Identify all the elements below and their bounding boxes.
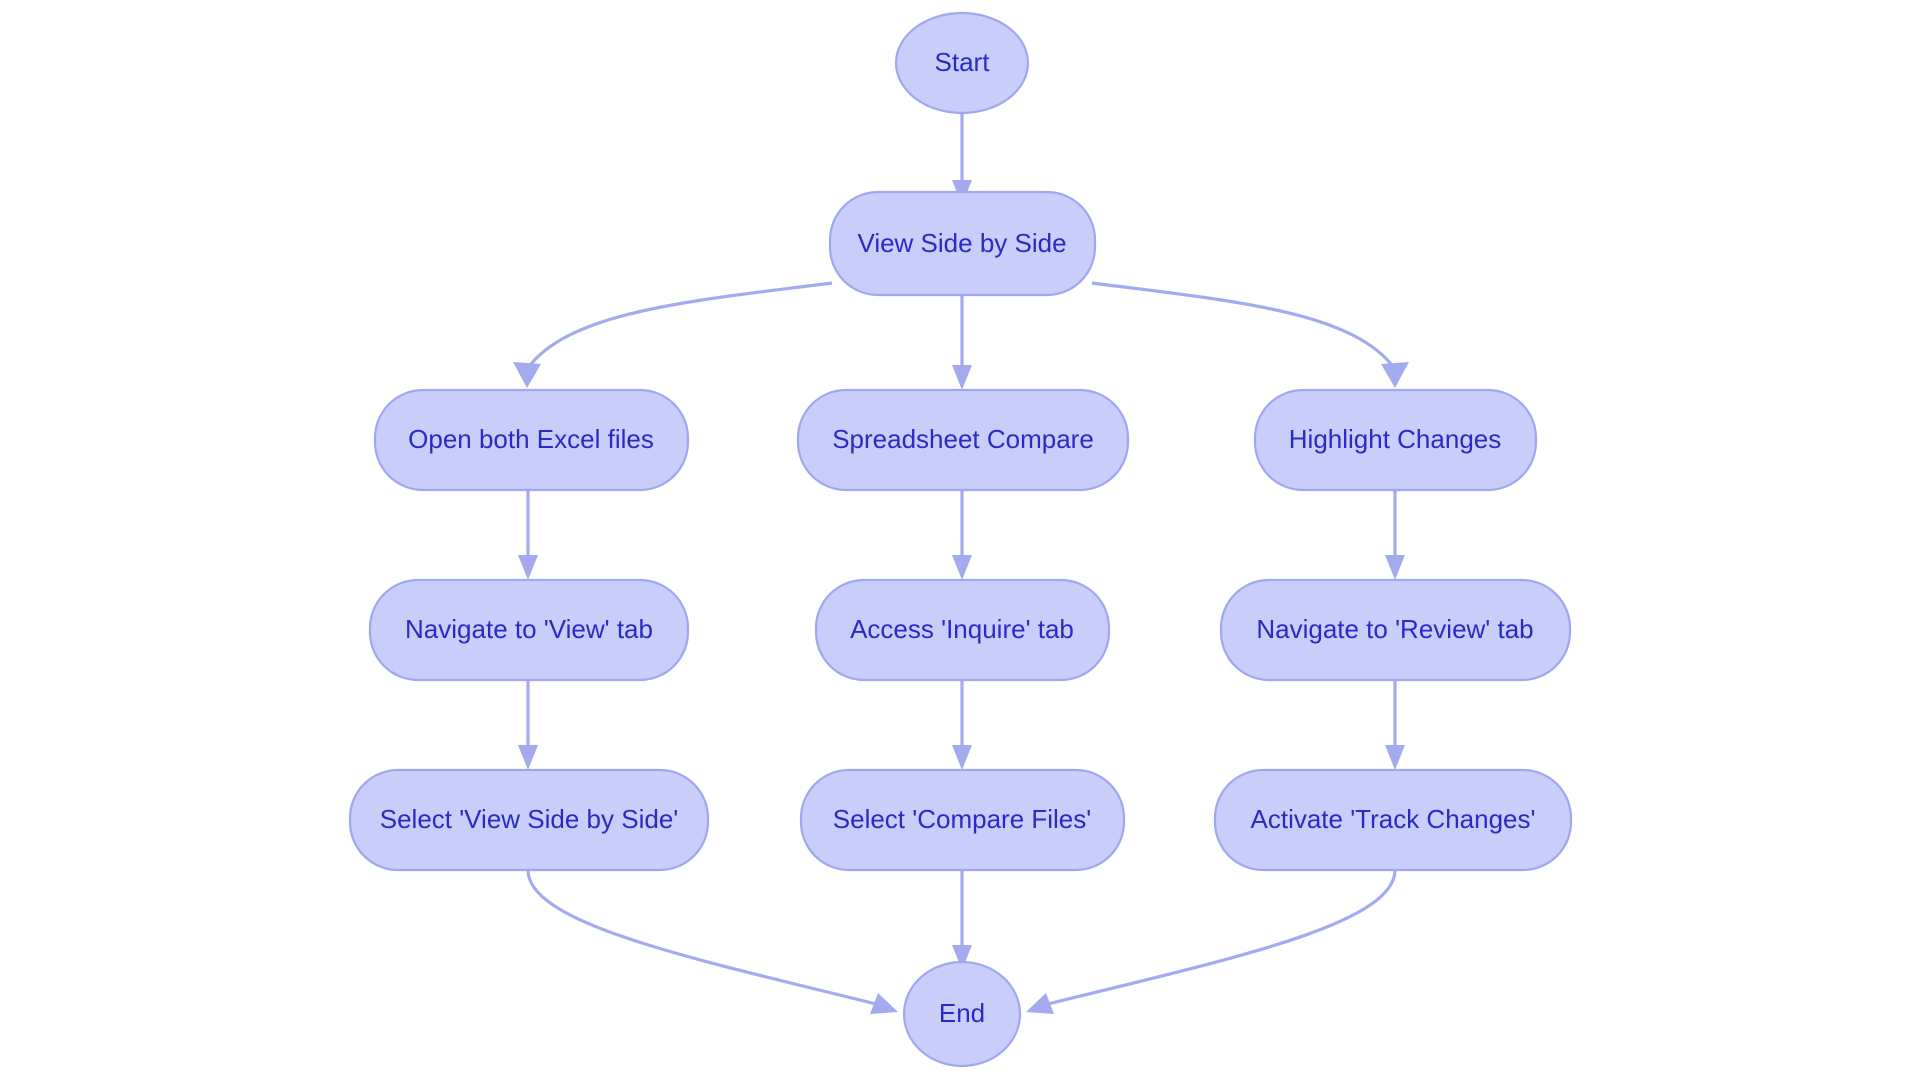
edge-line — [1043, 869, 1397, 1007]
arrowhead-icon — [1381, 362, 1409, 388]
node-access-inquire-tab[interactable]: Access 'Inquire' tab — [814, 578, 1111, 682]
arrowhead-icon — [952, 555, 972, 580]
edge-spreadsheet-compare-to-access-inquire-tab — [952, 489, 972, 580]
edge-select-view-side-by-side-to-end — [526, 869, 898, 1014]
node-open-both-excel-files-shape[interactable] — [373, 388, 690, 492]
arrowhead-icon — [518, 555, 538, 580]
arrowhead-icon — [513, 362, 541, 388]
node-select-compare-files-shape[interactable] — [799, 768, 1126, 872]
edge-layer — [513, 110, 1409, 1014]
arrowhead-icon — [952, 745, 972, 770]
node-end[interactable]: End — [902, 960, 1022, 1068]
node-select-view-side-by-side-shape[interactable] — [348, 768, 710, 872]
arrowhead-icon — [952, 945, 972, 970]
node-select-compare-files[interactable]: Select 'Compare Files' — [799, 768, 1126, 872]
edge-view-to-spreadsheet-compare — [952, 295, 972, 390]
node-activate-track-changes-shape[interactable] — [1213, 768, 1573, 872]
arrowhead-icon — [870, 993, 898, 1014]
edge-access-inquire-tab-to-select-compare-files — [952, 679, 972, 770]
node-navigate-review-tab[interactable]: Navigate to 'Review' tab — [1219, 578, 1572, 682]
edge-navigate-view-tab-to-select-view-side-by-side — [518, 679, 538, 770]
node-view-side-by-side[interactable]: View Side by Side — [828, 190, 1097, 297]
arrowhead-icon — [1385, 555, 1405, 580]
node-spreadsheet-compare-shape[interactable] — [796, 388, 1130, 492]
node-navigate-view-tab[interactable]: Navigate to 'View' tab — [368, 578, 690, 682]
edge-select-compare-files-to-end — [952, 870, 972, 970]
edge-line — [526, 281, 833, 369]
edge-activate-track-changes-to-end — [1026, 869, 1397, 1014]
edge-line — [1091, 281, 1396, 369]
arrowhead-icon — [1385, 745, 1405, 770]
node-spreadsheet-compare[interactable]: Spreadsheet Compare — [796, 388, 1130, 492]
node-activate-track-changes[interactable]: Activate 'Track Changes' — [1213, 768, 1573, 872]
node-start-shape[interactable] — [894, 11, 1030, 115]
edge-start-to-view-side-by-side — [952, 110, 972, 205]
edge-view-to-highlight-changes — [1091, 281, 1409, 388]
node-navigate-review-tab-shape[interactable] — [1219, 578, 1572, 682]
node-select-view-side-by-side[interactable]: Select 'View Side by Side' — [348, 768, 710, 872]
node-end-shape[interactable] — [902, 960, 1022, 1068]
node-access-inquire-tab-shape[interactable] — [814, 578, 1111, 682]
edge-navigate-review-tab-to-activate-track-changes — [1385, 679, 1405, 770]
node-navigate-view-tab-shape[interactable] — [368, 578, 690, 682]
arrowhead-icon — [1026, 993, 1054, 1014]
edge-highlight-changes-to-navigate-review-tab — [1385, 489, 1405, 580]
node-highlight-changes[interactable]: Highlight Changes — [1253, 388, 1538, 492]
node-open-both-excel-files[interactable]: Open both Excel files — [373, 388, 690, 492]
arrowhead-icon — [952, 365, 972, 390]
edge-view-to-open-both-excel-files — [513, 281, 833, 388]
node-view-side-by-side-shape[interactable] — [828, 190, 1097, 297]
node-highlight-changes-shape[interactable] — [1253, 388, 1538, 492]
node-start[interactable]: Start — [894, 11, 1030, 115]
edge-line — [526, 869, 881, 1007]
edge-open-both-to-navigate-view-tab — [518, 489, 538, 580]
arrowhead-icon — [518, 745, 538, 770]
